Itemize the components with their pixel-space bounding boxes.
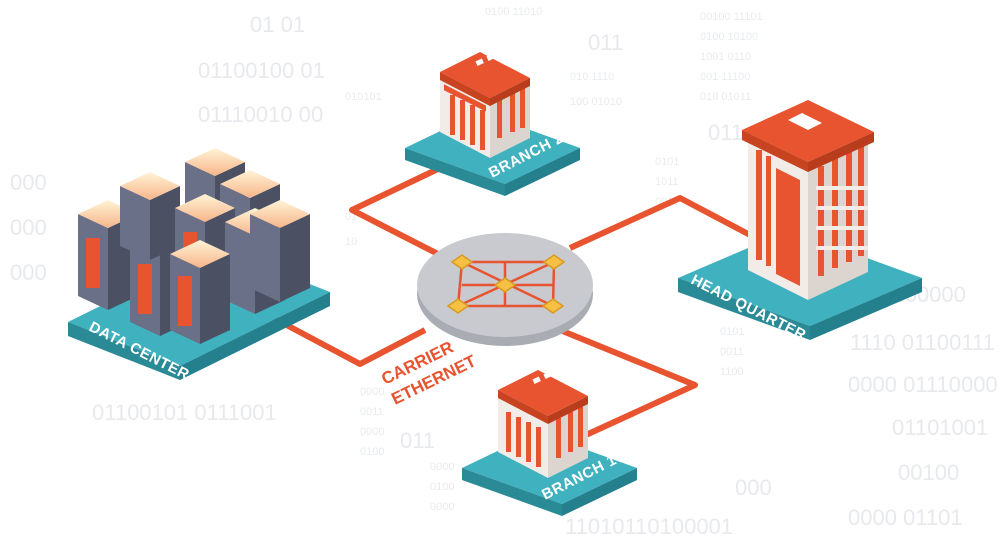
- svg-text:0100 10100: 0100 10100: [700, 31, 758, 43]
- svg-text:010 01011: 010 01011: [700, 91, 751, 103]
- link-branch-2: [349, 165, 442, 258]
- svg-text:0011: 0011: [360, 406, 384, 418]
- svg-text:0000: 0000: [430, 461, 454, 473]
- svg-text:1100: 1100: [720, 366, 744, 378]
- binary-text: 01101001: [892, 415, 988, 440]
- binary-text: 01110010 00: [198, 102, 323, 127]
- binary-text: 000: [10, 215, 47, 240]
- svg-text:0000: 0000: [360, 386, 384, 398]
- binary-text: 1110 01100111: [850, 330, 995, 355]
- binary-text: 000: [10, 260, 47, 285]
- binary-text: 011: [588, 30, 623, 55]
- binary-text: 000: [10, 170, 47, 195]
- binary-text: 011: [708, 120, 743, 145]
- svg-text:10: 10: [345, 236, 357, 248]
- hub-node: [493, 277, 517, 293]
- svg-text:1001 0110: 1001 0110: [700, 51, 751, 63]
- svg-text:0101: 0101: [655, 156, 679, 168]
- svg-text:0000: 0000: [430, 501, 454, 513]
- svg-text:1011: 1011: [655, 176, 679, 188]
- hub-node: [542, 254, 566, 270]
- svg-text:0100 11010: 0100 11010: [485, 6, 542, 18]
- svg-text:0101: 0101: [720, 326, 744, 338]
- carrier-ethernet-hub: CARRIER ETHERNET: [378, 233, 593, 409]
- binary-text: 00100: [898, 460, 959, 485]
- svg-text:010101: 010101: [345, 91, 382, 103]
- svg-text:0011: 0011: [720, 346, 744, 358]
- connection-lines: [260, 165, 754, 443]
- hub-node: [446, 298, 470, 314]
- branch-2-node: BRANCH 2: [405, 48, 580, 196]
- binary-text: 01100100 01: [198, 58, 325, 83]
- binary-text: 01100101 0111001: [92, 400, 277, 425]
- binary-text: 0000 01110000: [848, 372, 998, 397]
- binary-text: 11010110100001: [565, 514, 733, 539]
- branch-1-node: BRANCH 1: [462, 366, 637, 516]
- link-head-quarter: [568, 195, 754, 251]
- svg-text:00100 11101: 00100 11101: [700, 11, 763, 23]
- svg-text:0100: 0100: [430, 481, 454, 493]
- svg-text:0000: 0000: [360, 426, 384, 438]
- hub-node: [450, 254, 474, 270]
- head-quarter-node: HEAD QUARTER: [678, 100, 922, 344]
- link-branch-1: [558, 327, 698, 443]
- binary-text: 01 01: [250, 12, 305, 37]
- binary-text: 000: [735, 475, 772, 500]
- link-data-center: [260, 309, 427, 367]
- data-center-node: DATA CENTER: [68, 148, 330, 384]
- binary-text: 011: [400, 428, 435, 453]
- svg-text:0100: 0100: [360, 446, 384, 458]
- svg-text:001 11100: 001 11100: [700, 71, 750, 83]
- hub-node: [541, 298, 565, 314]
- svg-text:010 1110: 010 1110: [570, 71, 614, 83]
- svg-text:100 01010: 100 01010: [570, 96, 622, 108]
- server-racks: [78, 148, 310, 344]
- binary-text: 0000 01101: [848, 505, 963, 530]
